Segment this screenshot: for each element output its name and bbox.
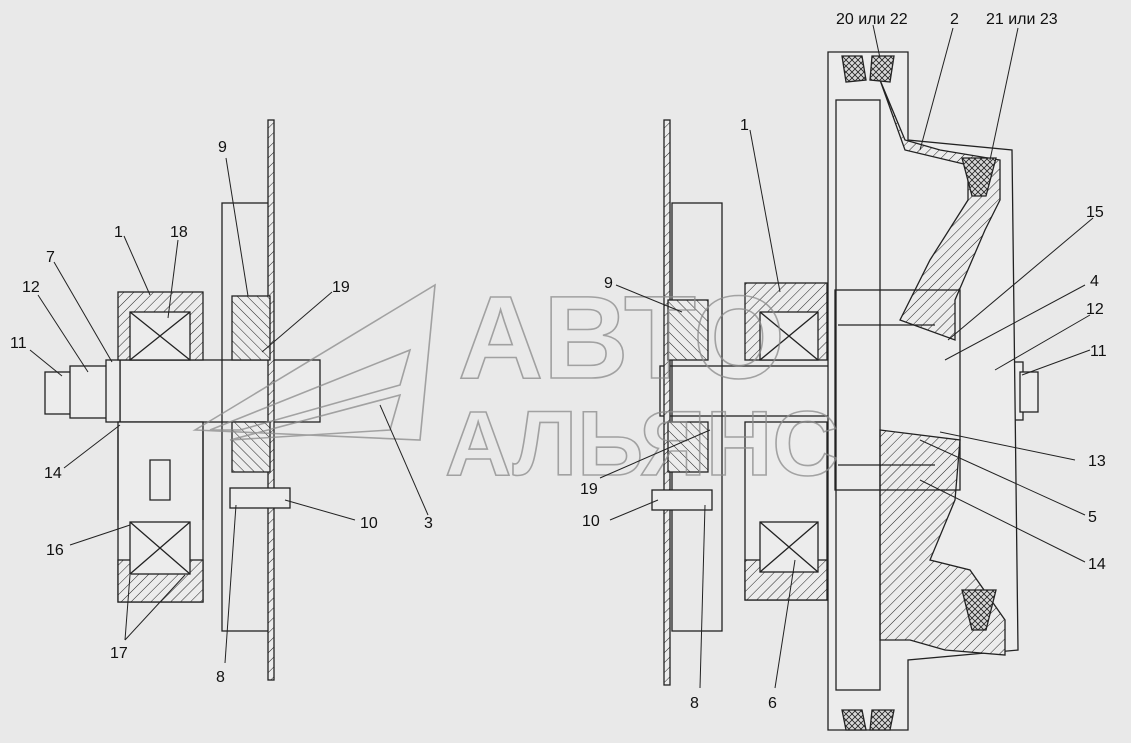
right-wall	[663, 119, 671, 686]
callout-18: 18	[170, 224, 188, 241]
left-nut	[69, 365, 109, 419]
right-shaft-end	[1019, 371, 1039, 413]
pulley-inner-rim	[835, 99, 881, 691]
callout-15: 15	[1086, 204, 1104, 221]
belt-bottom-left	[841, 709, 867, 731]
callout-3: 3	[424, 515, 433, 532]
left-gear-top	[231, 295, 271, 361]
callout-19: 19	[580, 481, 598, 498]
callout-12: 12	[1086, 301, 1104, 318]
left-shaft	[119, 359, 321, 423]
callout-8: 8	[216, 669, 225, 686]
callout-14: 14	[44, 465, 62, 482]
callout-9: 9	[218, 139, 227, 156]
left-bolt	[229, 487, 291, 509]
leader-lines	[29, 24, 1094, 689]
callout-10: 10	[582, 513, 600, 530]
callout-17: 17	[110, 645, 128, 662]
left-washer	[105, 359, 121, 423]
callout-6: 6	[768, 695, 777, 712]
callout-1: 1	[740, 117, 749, 134]
callout-10: 10	[360, 515, 378, 532]
callout-4: 4	[1090, 273, 1099, 290]
left-callouts: 1 18 7 12 11 9 19 14 16 17 10 3 8	[10, 139, 433, 686]
belt-right-bottom	[961, 589, 997, 631]
left-wall	[267, 119, 275, 681]
watermark-line2: АЛЬЯНС	[445, 393, 839, 495]
callout-20-or-22: 20 или 22	[836, 11, 908, 28]
right-housing	[671, 202, 723, 632]
callout-8: 8	[690, 695, 699, 712]
callout-11: 11	[1090, 343, 1107, 360]
callout-12: 12	[22, 279, 40, 296]
belt-top-left	[841, 55, 867, 83]
callout-14: 14	[1088, 556, 1106, 573]
belt-top-right	[869, 55, 895, 83]
watermark-line1: АВТО	[458, 272, 785, 404]
pulley-hub	[834, 289, 961, 491]
callout-13: 13	[1088, 453, 1106, 470]
belt-right-top	[961, 157, 997, 197]
callout-5: 5	[1088, 509, 1097, 526]
right-gear-top	[667, 299, 709, 361]
callout-9: 9	[604, 275, 613, 292]
callout-19: 19	[332, 279, 350, 296]
watermark-logo	[192, 283, 436, 441]
callout-1: 1	[114, 224, 123, 241]
callout-16: 16	[46, 542, 64, 559]
callout-7: 7	[46, 249, 55, 266]
callout-11: 11	[10, 335, 27, 352]
right-gear-bottom	[667, 421, 709, 473]
callout-2: 2	[950, 11, 959, 28]
belt-bottom-right	[869, 709, 895, 731]
right-bolt	[651, 489, 713, 511]
callout-21-or-23: 21 или 23	[986, 11, 1058, 28]
right-callouts: 20 или 22 2 21 или 23 1 9 15 4 12 11 13 …	[580, 11, 1107, 712]
